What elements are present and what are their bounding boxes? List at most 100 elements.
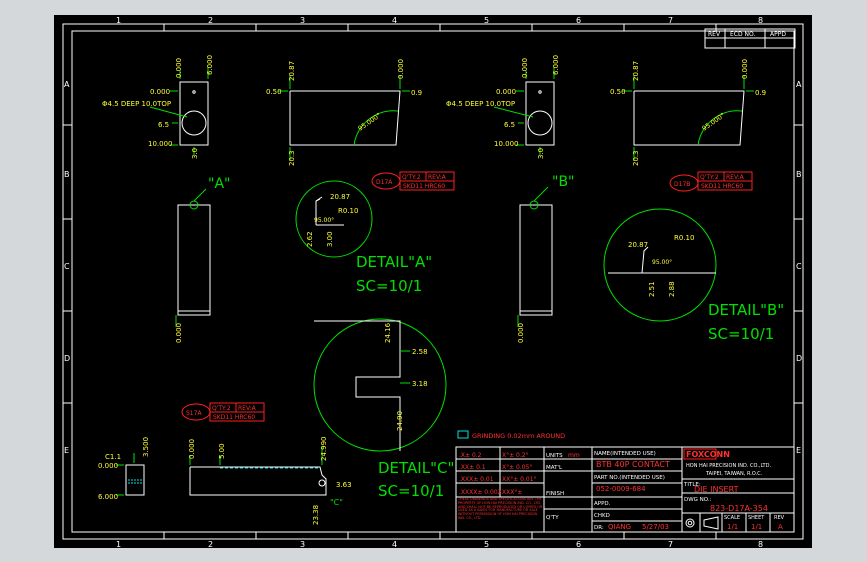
company-name: HON HAI PRECISION IND. CO.,LTD. (686, 463, 771, 469)
projection-cone-icon (703, 516, 719, 530)
rev-header: REV (708, 31, 721, 38)
detail-c-scale: SC=10/1 (378, 482, 444, 500)
tol-1a: .X± 0.2 (459, 452, 482, 459)
dc-2490: 24.90 (396, 411, 404, 431)
zone-left-a: A (64, 80, 70, 89)
tag-s17a-id: S17A (186, 410, 202, 417)
chkd-label: CHKD (594, 513, 610, 519)
hole-note-b: Φ4.5 DEEP 10.0TOP (446, 100, 515, 108)
dim-10-b: 10.000 (494, 140, 519, 148)
detail-a-scale: SC=10/1 (356, 277, 422, 295)
dim-d0-b: 0.000 (496, 88, 516, 96)
hole-note: Φ4.5 DEEP 10.0TOP (102, 100, 171, 108)
dim-050: 0.50 (266, 88, 282, 96)
detail-a-label: DETAIL"A" (356, 253, 432, 271)
tag-d17a-id: D17A (376, 179, 393, 186)
da-300: 3.00 (326, 231, 334, 247)
title-block: GRINDING 0.02mm AROUND .X± 0.2 X°± 0.2° … (455, 430, 795, 533)
da-r010: R0.10 (338, 207, 358, 215)
bl-d3: 3.500 (142, 437, 150, 457)
zone-left-c: C (64, 262, 70, 271)
tag-d17b-qty: Q'TY:2 (700, 174, 719, 181)
tol-3a: .XXX± 0.01 (459, 476, 494, 483)
tag-d17a-mat: SKD11 HRC60 (403, 183, 445, 190)
tag-d17b-id: D17B (674, 181, 690, 188)
dim-10: 10.000 (148, 140, 173, 148)
tol-4a: .XXXX± 0.002 (459, 489, 502, 496)
dim-2087-b: 20.87 (632, 61, 640, 81)
zone-bottom-3: 3 (300, 540, 305, 548)
zone-top-4: 4 (392, 16, 397, 25)
zone-bottom-4: 4 (392, 540, 397, 548)
dim-09: 0.9 (411, 89, 422, 97)
finish-label: FINISH (546, 491, 564, 497)
dim-09-b: 0.9 (755, 89, 766, 97)
view-bottom-middle: 0.000 5.00 24.990 3.63 23.38 "C" (188, 437, 352, 526)
projection-symbol-icon (685, 518, 695, 528)
zone-right-c: C (796, 262, 802, 271)
zone-numbers: 1 2 3 4 5 6 7 8 1 2 3 4 5 6 7 8 A B C D … (64, 16, 802, 549)
notice-box: THESE DRAWINGS AND SPECIFICATIONS ARE TH… (458, 498, 542, 520)
side-view-b: "B" 0.000 (517, 174, 574, 343)
appd-header: APPD (770, 31, 786, 38)
zone-right-d: D (796, 354, 802, 363)
dim-2087: 20.87 (288, 61, 296, 81)
title-label: TITLE: (683, 482, 701, 488)
detail-b-label: DETAIL"B" (708, 301, 784, 319)
tol-2b: X°± 0.05° (502, 464, 532, 471)
zone-top-7: 7 (668, 16, 673, 25)
detail-c-label: DETAIL"C" (378, 459, 454, 477)
bl-d6: 6.000 (98, 493, 118, 501)
dim-050-b: 0.50 (610, 88, 626, 96)
dc-258: 2.58 (412, 348, 428, 356)
zone-ticks (63, 24, 803, 539)
matl-label: MAT'L (546, 465, 563, 471)
side-a-dim: 0.000 (175, 323, 183, 343)
title-value: DIE INSERT (694, 485, 739, 494)
detail-a: 20.87 R0.10 95.00° 2.62 3.00 DETAIL"A" S… (295, 180, 432, 295)
dc-318: 3.18 (412, 380, 428, 388)
dim-65: 6.5 (158, 121, 169, 129)
date-value: 5/27/03 (642, 523, 669, 531)
dc-2416: 24.16 (384, 322, 392, 343)
drawing-sheet: 1 2 3 4 5 6 7 8 1 2 3 4 5 6 7 8 A B C D … (54, 15, 812, 549)
db-2087: 20.87 (628, 241, 648, 249)
view-hole-b: 0.000 0.000 6.000 Φ4.5 DEEP 10.0TOP 6.5 … (446, 55, 560, 159)
tag-s17a-rev: REV:A (238, 405, 257, 412)
dim-d2: 6.000 (206, 55, 214, 75)
sheet-label: SHEET (748, 515, 765, 521)
rev-label: REV (774, 515, 785, 521)
zone-bottom-7: 7 (668, 540, 673, 548)
dim-65-b: 6.5 (504, 121, 515, 129)
da-2087: 20.87 (330, 193, 350, 201)
dim-d1: 0.000 (175, 58, 183, 78)
zone-bottom-8: 8 (758, 540, 763, 548)
part-value: 052-0009-684 (596, 485, 646, 493)
zone-top-1: 1 (116, 16, 121, 25)
inner-frame (71, 30, 795, 533)
bm-d2490: 24.990 (320, 437, 328, 462)
view-hole-a: 0.000 0.000 6.000 Φ4.5 DEEP 10.0TOP 6.5 … (102, 55, 214, 159)
revision-block: REV ECD NO. APPD (704, 28, 796, 49)
units-value: mm (568, 452, 580, 459)
view-bottom-left: C1.1 0.000 3.500 6.000 (98, 437, 150, 501)
zone-top-3: 3 (300, 16, 305, 25)
zone-left-d: D (64, 354, 70, 363)
scale-label: SCALE (724, 515, 740, 521)
tag-d17b-rev: REV:A (726, 174, 745, 181)
name-label: NAME(INTENDED USE) (594, 451, 656, 457)
tag-s17a: S17A Q'TY:2 REV:A SKD11 HRC60 (181, 402, 265, 422)
zone-bottom-2: 2 (208, 540, 213, 548)
tol-4b: XXX°± (502, 489, 522, 496)
brand-logo: FOXCONN (686, 450, 730, 459)
tag-d17b: D17B Q'TY:2 REV:A SKD11 HRC60 (669, 171, 753, 192)
company-address: TAIPEI, TAIWAN, R.O.C. (705, 471, 763, 477)
detail-b-scale: SC=10/1 (708, 325, 774, 343)
tag-d17a-qty: Q'TY:2 (402, 174, 421, 181)
dr-value: QIANG (608, 523, 631, 531)
dr-label: DR: (594, 525, 604, 531)
zone-top-5: 5 (484, 16, 489, 25)
zone-bottom-6: 6 (576, 540, 581, 548)
detail-b: 20.87 R0.10 95.00° 2.51 2.88 DETAIL"B" S… (603, 208, 784, 343)
mark-c: "C" (330, 498, 343, 507)
